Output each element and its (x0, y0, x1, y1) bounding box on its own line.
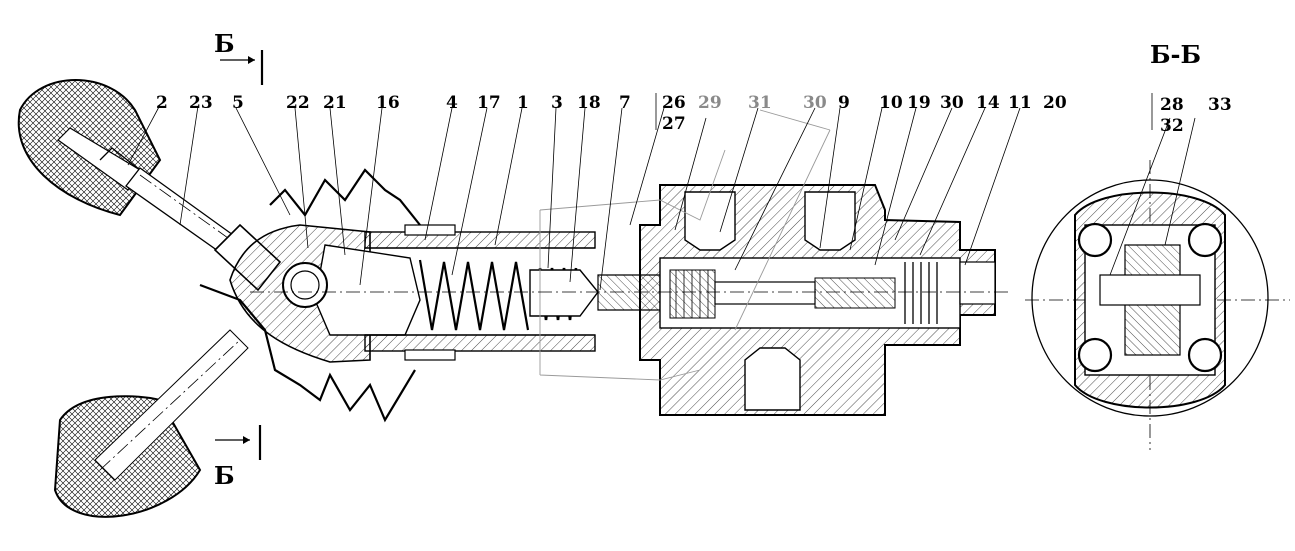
callout-4: 4 (446, 93, 458, 113)
section-mark-lower: Б (214, 461, 235, 490)
section-view-title: Б-Б (1150, 40, 1201, 69)
callout-14: 14 (976, 93, 1000, 113)
callout-33: 33 (1208, 95, 1232, 115)
callout-18: 18 (577, 93, 601, 113)
outer-spring (418, 259, 530, 331)
section-mark-upper: Б (214, 29, 235, 58)
callout-20: 20 (1043, 93, 1067, 113)
callout-30-gray: 30 (803, 93, 827, 113)
valve-block (639, 184, 996, 416)
body-tube (364, 224, 596, 361)
section-cut-upper (220, 50, 264, 85)
callout-10: 10 (879, 93, 903, 113)
inner-spring (538, 267, 578, 321)
callout-3: 3 (551, 93, 563, 113)
callout-2: 2 (156, 93, 168, 113)
callout-21: 21 (323, 93, 347, 113)
ghost-outline (539, 109, 831, 381)
callout-22: 22 (286, 93, 310, 113)
lower-handle-ghost (53, 329, 249, 518)
callout-5: 5 (232, 93, 244, 113)
callout-26: 26 (662, 93, 686, 113)
callout-17: 17 (477, 93, 501, 113)
callout-1: 1 (517, 93, 529, 113)
callout-9: 9 (838, 93, 850, 113)
pivot-housing (229, 224, 421, 363)
section-cut-lower (215, 425, 262, 460)
leader-lines (127, 93, 1196, 291)
callout-23: 23 (189, 93, 213, 113)
callout-31: 31 (748, 93, 772, 113)
callout-16: 16 (376, 93, 400, 113)
callout-11: 11 (1008, 93, 1032, 113)
section-view-bb (1031, 179, 1269, 417)
callout-30: 30 (940, 93, 964, 113)
callout-19: 19 (907, 93, 931, 113)
callout-27: 27 (662, 114, 686, 134)
callout-7: 7 (619, 93, 631, 113)
callout-28: 28 (1160, 95, 1184, 115)
callout-32: 32 (1160, 116, 1184, 136)
callout-29: 29 (698, 93, 722, 113)
